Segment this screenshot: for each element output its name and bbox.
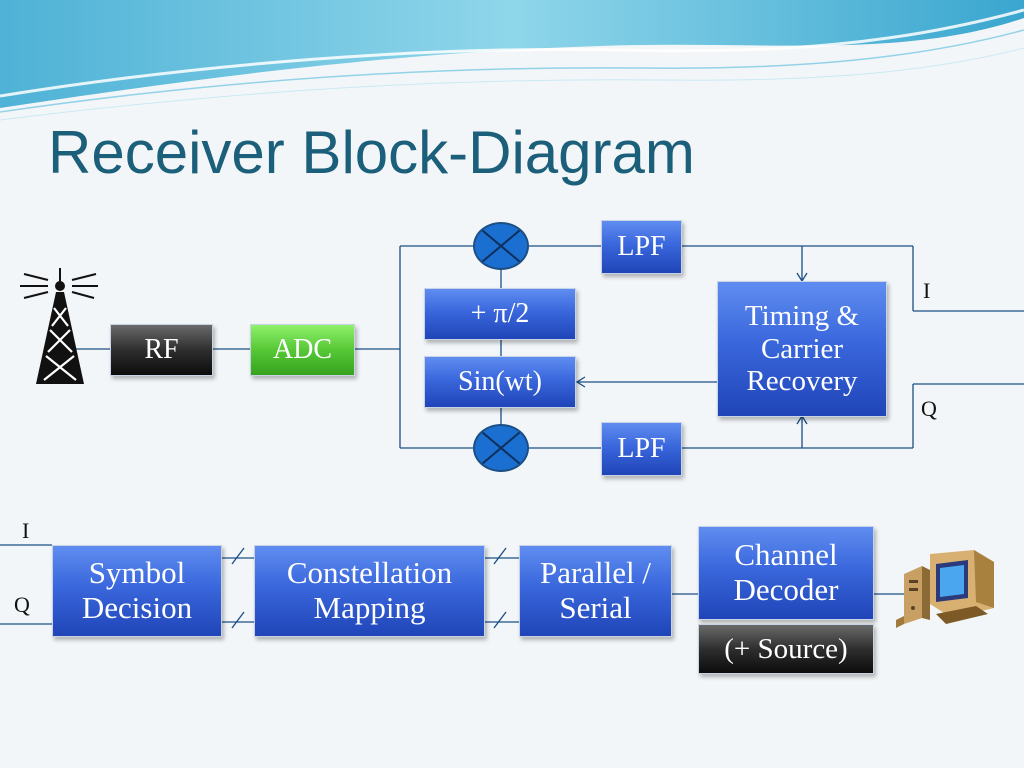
mixer-icon	[473, 424, 529, 472]
adc-label: ADC	[272, 334, 333, 366]
computer-icon	[896, 550, 994, 628]
source-decoder-block: (+ Source)	[698, 624, 874, 674]
parallel-serial-line-2: Serial	[559, 590, 632, 625]
lpf-top-label: LPF	[617, 231, 666, 263]
timing-recovery-line-1: Timing &	[744, 300, 860, 333]
timing-recovery-line-2: Carrier	[760, 332, 844, 365]
symbol-decision-line-1: Symbol	[88, 555, 186, 591]
output-i-label: I	[923, 278, 931, 303]
header-wave-decoration	[0, 0, 1024, 121]
antenna-tower-icon	[20, 268, 98, 384]
oscillator-block: Sin(wt)	[424, 356, 576, 408]
parallel-serial-block: Parallel / Serial	[519, 545, 672, 637]
rf-label: RF	[144, 334, 179, 366]
channel-decoder-line-2: Decoder	[733, 572, 839, 607]
lpf-top-block: LPF	[601, 220, 682, 274]
slide-title: Receiver Block-Diagram	[48, 119, 695, 186]
oscillator-label: Sin(wt)	[458, 366, 542, 398]
constellation-mapping-line-1: Constellation	[286, 555, 453, 591]
channel-decoder-block: Channel Decoder	[698, 526, 874, 620]
phase-shift-block: + π/2	[424, 288, 576, 340]
source-decoder-label: (+ Source)	[724, 632, 848, 665]
timing-carrier-recovery-block: Timing & Carrier Recovery	[717, 281, 887, 417]
lpf-bottom-label: LPF	[617, 433, 666, 465]
lpf-bottom-block: LPF	[601, 422, 682, 476]
constellation-mapping-block: Constellation Mapping	[254, 545, 485, 637]
rf-block: RF	[110, 324, 213, 376]
output-q-label: Q	[921, 396, 937, 421]
phase-shift-label: + π/2	[470, 298, 530, 330]
symbol-decision-line-2: Decision	[81, 590, 193, 625]
input-q-label: Q	[14, 592, 30, 617]
constellation-mapping-line-2: Mapping	[313, 590, 426, 625]
channel-decoder-line-1: Channel	[734, 537, 838, 573]
parallel-serial-line-1: Parallel /	[539, 555, 652, 591]
symbol-decision-block: Symbol Decision	[52, 545, 222, 637]
timing-recovery-line-3: Recovery	[746, 365, 858, 398]
mixer-icon	[473, 222, 529, 270]
input-i-label: I	[22, 518, 30, 543]
adc-block: ADC	[250, 324, 355, 376]
